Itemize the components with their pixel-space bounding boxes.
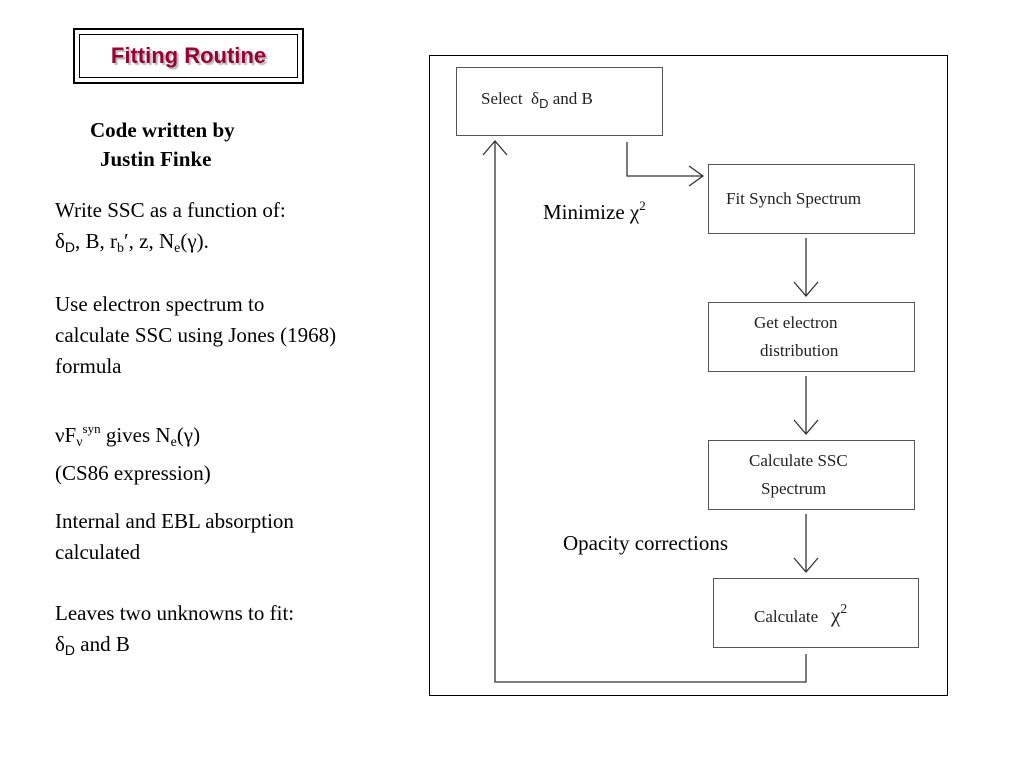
calc-chi-label: Calculate χ2: [754, 601, 848, 627]
opacity-corrections-label: Opacity corrections: [563, 531, 729, 555]
absorption-paragraph: Internal and EBL absorption calculated: [55, 506, 294, 568]
electron-dist-line-2: distribution: [760, 341, 839, 360]
unknowns-line-1: Leaves two unknowns to fit:: [55, 601, 295, 625]
synchrotron-formula-line: νFνsyn gives Ne(γ): [55, 421, 201, 450]
select-params-box: Select δD and B: [456, 67, 663, 136]
select-params-text: and B: [552, 89, 593, 108]
author-line-2: Justin Finke: [100, 147, 212, 171]
ssc-parameters-line: δD, B, rb′, z, Ne(γ).: [55, 229, 209, 256]
fit-synch-box: Fit Synch Spectrum: [708, 164, 915, 234]
electron-spectrum-line-2: calculate SSC using Jones (1968): [55, 323, 337, 347]
author-line-1: Code written by: [90, 118, 235, 142]
calc-ssc-line-2: Spectrum: [761, 479, 827, 498]
calc-ssc-line-1: Calculate SSC: [749, 451, 848, 470]
absorption-line-1: Internal and EBL absorption: [55, 509, 294, 533]
calc-ssc-label: Calculate SSC Spectrum: [749, 447, 848, 503]
electron-dist-line-1: Get electron: [754, 313, 838, 332]
title-box: Fitting Routine: [73, 28, 304, 84]
minimize-text: Minimize: [543, 200, 625, 224]
author-credit: Code written by Justin Finke: [90, 116, 235, 174]
fit-synch-label: Fit Synch Spectrum: [726, 189, 862, 208]
unknowns-line-2: δD and B: [55, 632, 130, 658]
electron-dist-label: Get electron distribution: [754, 309, 838, 365]
ssc-function-paragraph: Write SSC as a function of: δD, B, rb′, …: [55, 195, 286, 264]
absorption-line-2: calculated: [55, 540, 141, 564]
calc-chi-box: Calculate χ2: [713, 578, 919, 648]
electron-dist-box: Get electron distribution: [708, 302, 915, 372]
ssc-function-line-1: Write SSC as a function of:: [55, 198, 286, 222]
unknowns-paragraph: Leaves two unknowns to fit: δD and B: [55, 598, 294, 666]
synchrotron-line-2: (CS86 expression): [55, 461, 211, 485]
flowchart-frame: [429, 55, 948, 696]
select-params-label: Select δD and B: [481, 89, 593, 111]
minimize-chi-label: Minimize χ2: [543, 198, 646, 224]
calc-chi-text: Calculate: [754, 606, 819, 626]
electron-spectrum-paragraph: Use electron spectrum to calculate SSC u…: [55, 289, 336, 382]
electron-spectrum-line-3: formula: [55, 354, 122, 378]
title-inner-border: Fitting Routine: [79, 34, 298, 78]
calc-ssc-box: Calculate SSC Spectrum: [708, 440, 915, 510]
slide-title: Fitting Routine: [110, 43, 267, 68]
synchrotron-paragraph: νFνsyn gives Ne(γ) (CS86 expression): [55, 413, 211, 489]
electron-spectrum-line-1: Use electron spectrum to: [55, 292, 265, 316]
